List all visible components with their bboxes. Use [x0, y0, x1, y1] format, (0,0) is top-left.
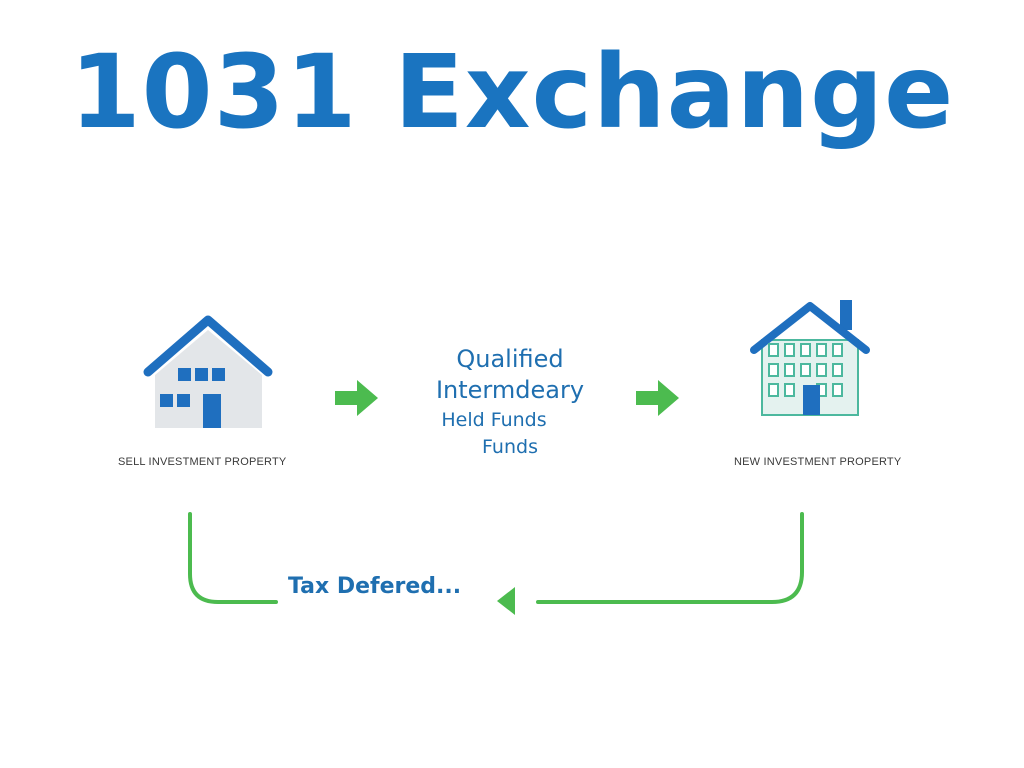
- intermediary-line-3: Held Funds: [441, 409, 547, 431]
- intermediary-line-2: Intermdeary: [435, 376, 585, 404]
- arrow-to-new-property: [636, 380, 679, 416]
- page-title: 1031 Exchange: [69, 33, 955, 152]
- house-icon: [143, 315, 273, 428]
- return-flow-line: [188, 512, 804, 604]
- sell-property-label: SELL INVESTMENT PROPERTY: [118, 456, 287, 468]
- intermediary-line-4: Funds: [482, 436, 538, 458]
- return-arrow-head: [497, 587, 515, 615]
- qualified-intermediary-block: Qualified Intermdeary Held Funds Funds: [400, 344, 620, 460]
- arrow-to-intermediary: [335, 380, 378, 416]
- new-property-label: NEW INVESTMENT PROPERTY: [734, 456, 902, 468]
- tax-deferred-label: Tax Defered...: [288, 574, 462, 599]
- intermediary-line-1: Qualified: [456, 345, 564, 373]
- apartment-building-icon: [750, 300, 870, 416]
